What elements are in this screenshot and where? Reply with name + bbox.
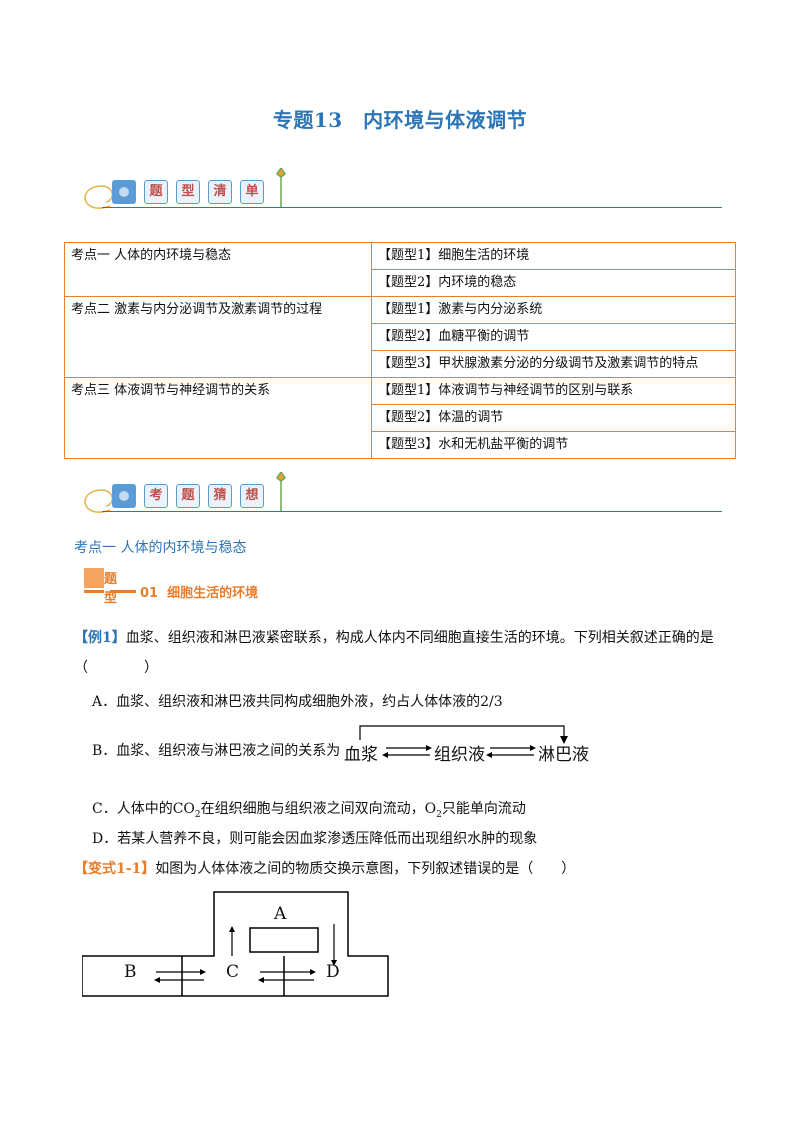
banner1-char-1: 题	[144, 180, 168, 204]
option-a: A．血浆、组织液和淋巴液共同构成细胞外液，约占人体体液的2/3	[92, 694, 503, 710]
label-d: D	[326, 962, 340, 982]
example-1-question: 血浆、组织液和淋巴液紧密联系，构成人体内不同细胞直接生活的环境。下列相关叙述正确…	[125, 630, 714, 646]
example-1-paren: （ ）	[74, 660, 158, 676]
banner-exam-guess: 考 题 猜 想	[72, 466, 722, 516]
example-tag: 【例1】	[74, 630, 126, 646]
banner2-char-4: 想	[240, 484, 264, 508]
banner1-char-3: 清	[208, 180, 232, 204]
circle-icon	[112, 180, 136, 204]
node-lymph: 淋巴液	[538, 745, 589, 765]
type-3-3: 【题型3】水和无机盐平衡的调节	[371, 431, 736, 459]
option-b-text: B．血浆、组织液与淋巴液之间的关系为	[92, 743, 341, 759]
variant-1-1: 【变式1-1】如图为人体体液之间的物质交换示意图，下列叙述错误的是（ ）	[74, 858, 575, 880]
type-2-3: 【题型3】甲状腺激素分泌的分级调节及激素调节的特点	[371, 350, 736, 378]
option-d: D．若某人营养不良，则可能会因血浆渗透压降低而出现组织水肿的现象	[92, 831, 538, 847]
topic-table: 考点一 人体的内环境与稳态 【题型1】细胞生活的环境 【题型2】内环境的稳态 考…	[64, 242, 736, 459]
example-1-stem: 【例1】血浆、组织液和淋巴液紧密联系，构成人体内不同细胞直接生活的环境。下列相关…	[74, 627, 714, 649]
point-1: 考点一 人体的内环境与稳态	[64, 242, 372, 297]
point-2: 考点二 激素与内分泌调节及激素调节的过程	[64, 296, 372, 378]
circle-icon	[112, 484, 136, 508]
banner1-char-4: 单	[240, 180, 264, 204]
type-tag-label: 题型	[104, 572, 118, 606]
banner2-char-2: 题	[176, 484, 200, 508]
page-title: 专题13 内环境与体液调节	[272, 108, 528, 132]
relation-diagram: 血浆 组织液 淋巴液	[344, 722, 604, 766]
swirl-decoration-icon	[84, 168, 287, 209]
exchange-diagram: A B C D	[82, 890, 392, 1000]
label-a: A	[274, 904, 287, 924]
type-1-2: 【题型2】内环境的稳态	[371, 269, 736, 297]
type-3-2: 【题型2】体温的调节	[371, 404, 736, 432]
node-tissue-fluid: 组织液	[434, 745, 485, 765]
point-3: 考点三 体液调节与神经调节的关系	[64, 377, 372, 459]
type-3-1: 【题型1】体液调节与神经调节的区别与联系	[371, 377, 736, 405]
node-plasma: 血浆	[344, 745, 378, 765]
type-1-1: 【题型1】细胞生活的环境	[371, 242, 736, 270]
type-2-2: 【题型2】血糖平衡的调节	[371, 323, 736, 351]
label-c: C	[226, 962, 240, 982]
type-tag-name: 细胞生活的环境	[167, 586, 259, 601]
variant-tag: 【变式1-1】	[74, 861, 156, 877]
section-heading: 考点一 人体的内环境与稳态	[74, 540, 247, 556]
banner2-char-3: 猜	[208, 484, 232, 508]
banner-question-list: 题 型 清 单	[72, 162, 722, 212]
type-2-1: 【题型1】激素与内分泌系统	[371, 296, 736, 324]
option-b: B．血浆、组织液与淋巴液之间的关系为	[92, 740, 340, 762]
variant-1-question: 如图为人体体液之间的物质交换示意图，下列叙述错误的是（ ）	[155, 861, 576, 877]
banner2-char-1: 考	[144, 484, 168, 508]
banner1-char-2: 型	[176, 180, 200, 204]
type-tag-num: 01	[140, 586, 159, 601]
swirl-decoration-icon	[84, 472, 287, 513]
label-b: B	[124, 962, 137, 982]
option-c: C．人体中的CO2在组织细胞与组织液之间双向流动，O2只能单向流动	[92, 801, 526, 820]
